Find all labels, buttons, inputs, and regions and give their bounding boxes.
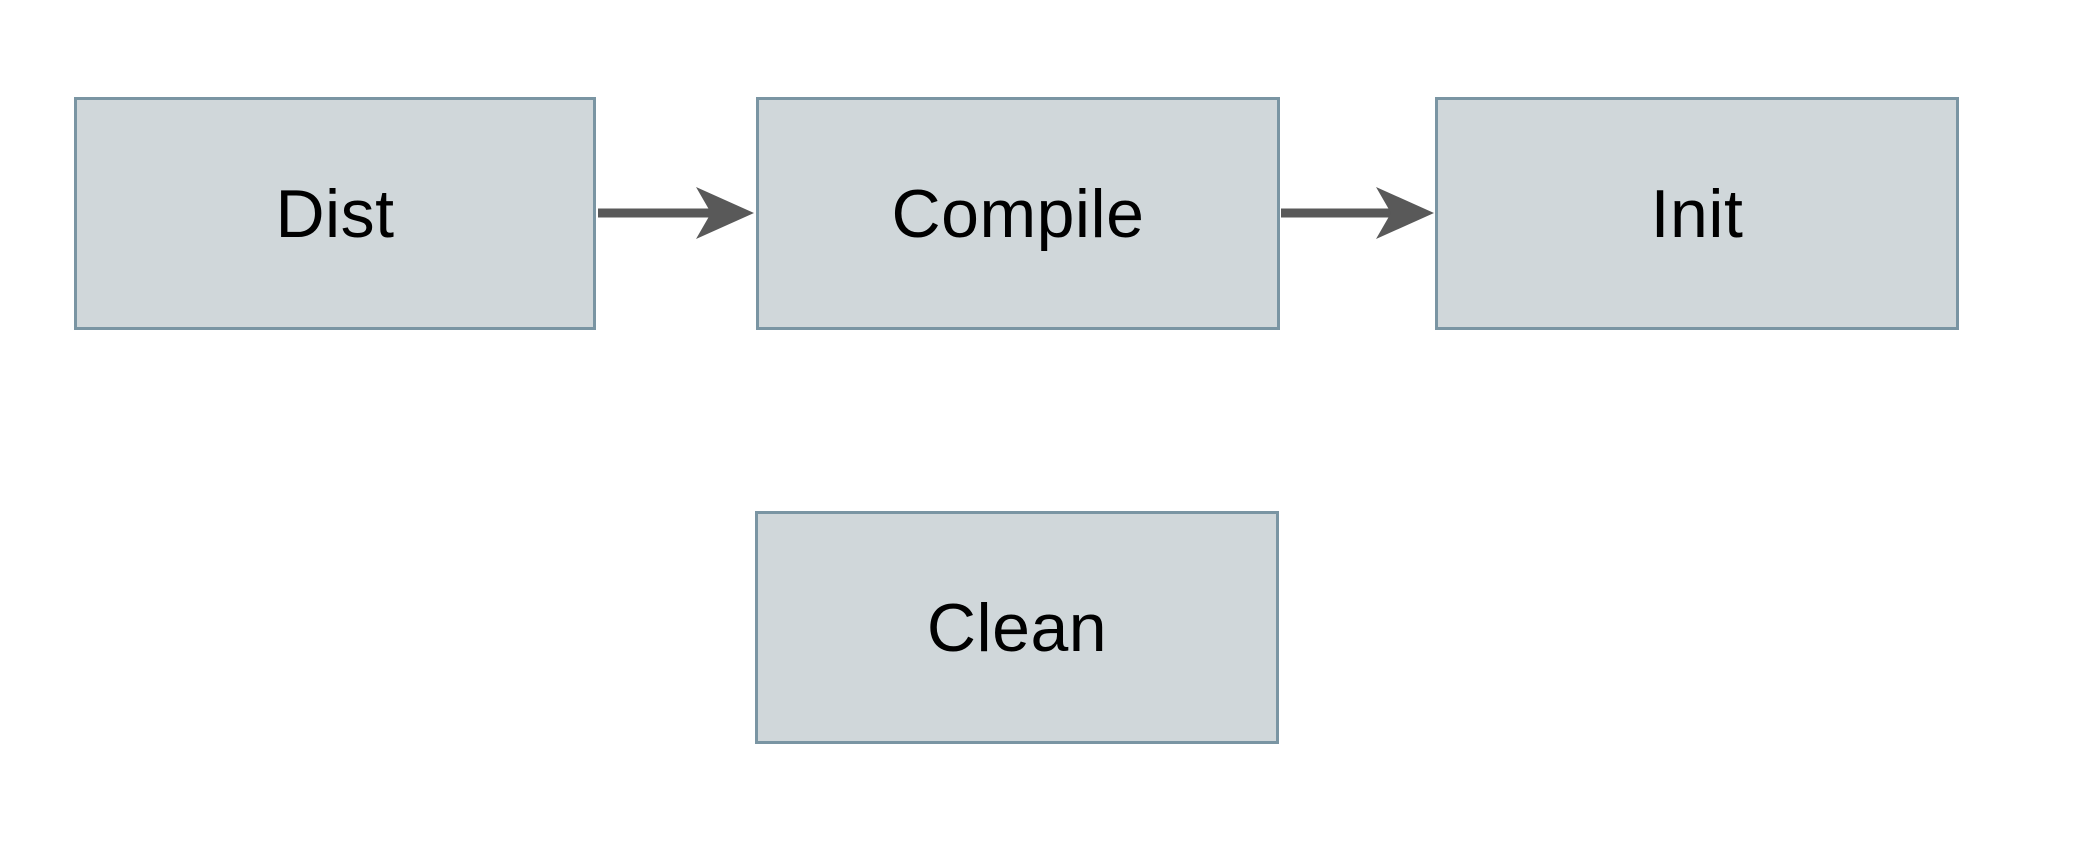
node-clean[interactable]: Clean xyxy=(755,511,1279,744)
edge-dist-compile[interactable] xyxy=(598,187,754,239)
node-init[interactable]: Init xyxy=(1435,97,1959,330)
node-compile[interactable]: Compile xyxy=(756,97,1280,330)
edge-compile-init-arrowhead xyxy=(1376,187,1434,239)
edge-compile-init[interactable] xyxy=(1281,187,1434,239)
node-clean-label: Clean xyxy=(926,589,1108,666)
node-dist-label: Dist xyxy=(275,175,395,252)
edge-dist-compile-arrowhead xyxy=(696,187,754,239)
node-dist[interactable]: Dist xyxy=(74,97,596,330)
node-compile-label: Compile xyxy=(891,175,1145,252)
node-init-label: Init xyxy=(1650,175,1744,252)
